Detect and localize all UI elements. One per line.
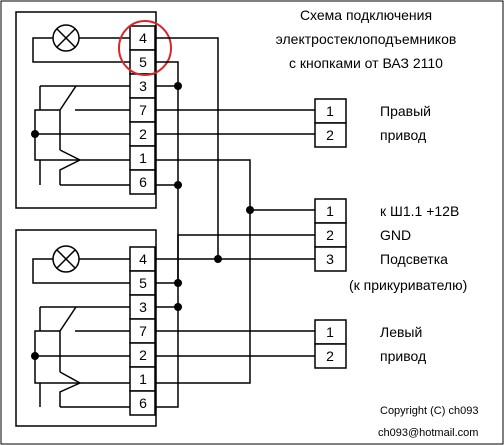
right-drive-pin-box bbox=[314, 122, 347, 148]
lamp-icon bbox=[52, 24, 80, 52]
title-line-2: электростеклоподъемников bbox=[276, 31, 457, 47]
junction-dot-icon bbox=[31, 130, 39, 138]
lower-pin-label: 7 bbox=[139, 323, 147, 339]
lower-pin-label: 5 bbox=[139, 275, 147, 291]
upper-switch: 4 5 3 7 2 1 6 bbox=[15, 11, 172, 209]
lower-pin-column: 4 5 3 7 2 1 6 bbox=[129, 246, 156, 416]
lower-pin-box bbox=[129, 390, 156, 416]
upper-pin-label: 2 bbox=[139, 126, 147, 142]
lower-pin-label: 6 bbox=[139, 395, 147, 411]
upper-pin-column: 4 5 3 7 2 1 6 bbox=[129, 25, 156, 195]
junction-dot-icon bbox=[246, 206, 254, 214]
copyright-line-1: Copyright (C) ch093 bbox=[380, 405, 478, 417]
upper-pin-label: 1 bbox=[139, 150, 147, 166]
switch-contact-icon bbox=[39, 306, 130, 407]
lamp-icon bbox=[52, 245, 80, 273]
upper-pin-box bbox=[129, 169, 156, 195]
external-wiring bbox=[155, 37, 315, 408]
right-drive-connector: 1 2 Правый привод bbox=[314, 98, 431, 148]
lower-wire-contact-a bbox=[34, 330, 60, 356]
power-connector: 1 2 3 к Ш1.1 +12В GND Подсветка (к прику… bbox=[314, 198, 467, 293]
right-drive-pin-label: 2 bbox=[326, 127, 334, 143]
upper-pin-label: 5 bbox=[139, 54, 147, 70]
switch-contact-icon bbox=[39, 85, 130, 185]
lower-pin-label: 2 bbox=[139, 347, 147, 363]
junction-dot-icon bbox=[31, 352, 39, 360]
right-drive-label: Правый bbox=[380, 103, 431, 119]
wire-upper-pin1-power bbox=[155, 159, 315, 211]
upper-wire-contact-c bbox=[59, 159, 81, 185]
upper-pin-box bbox=[129, 145, 156, 171]
left-drive-label: привод bbox=[380, 348, 426, 364]
upper-pin-label: 3 bbox=[139, 78, 147, 94]
lower-wire-contact-b bbox=[34, 356, 40, 384]
wire-lower-pin6 bbox=[155, 307, 179, 408]
junction-dot-icon bbox=[174, 303, 182, 311]
wire-lower-pin3-gnd bbox=[155, 234, 315, 308]
power-pin-box bbox=[314, 198, 347, 224]
junction-dot-icon bbox=[174, 279, 182, 287]
right-drive-pin-label: 1 bbox=[326, 103, 334, 119]
upper-pin-label: 6 bbox=[139, 174, 147, 190]
power-pin-label: 3 bbox=[326, 251, 334, 267]
power-pin-label: 2 bbox=[326, 227, 334, 243]
lower-pin-label: 3 bbox=[139, 299, 147, 315]
left-drive-connector: 1 2 Левый привод bbox=[314, 319, 426, 369]
junction-dot-icon bbox=[174, 82, 182, 90]
right-drive-label: привод bbox=[380, 127, 426, 143]
left-drive-pin-label: 2 bbox=[326, 348, 334, 364]
upper-lamp-wire-left bbox=[32, 37, 130, 63]
left-drive-pin-box bbox=[314, 319, 347, 345]
power-label-12v: к Ш1.1 +12В bbox=[380, 203, 459, 219]
left-drive-pin-label: 1 bbox=[326, 324, 334, 340]
upper-pin-label: 7 bbox=[139, 102, 147, 118]
upper-wire-contact-a bbox=[34, 109, 60, 134]
lower-switch-body bbox=[15, 229, 157, 427]
power-pin-label: 1 bbox=[326, 203, 334, 219]
copyright-line-2: ch093@hotmail.com bbox=[378, 427, 478, 439]
power-label-light: Подсветка bbox=[380, 251, 448, 267]
power-label-note: (к прикуривателю) bbox=[349, 277, 467, 293]
lower-pin-label: 1 bbox=[139, 371, 147, 387]
title-line-1: Схема подключения bbox=[300, 7, 432, 23]
highlight-circle bbox=[118, 20, 172, 76]
lower-switch: 4 5 3 7 2 1 6 bbox=[15, 229, 157, 427]
power-label-gnd: GND bbox=[380, 227, 411, 243]
lower-pin-label: 4 bbox=[139, 251, 147, 267]
junction-dot-icon bbox=[214, 255, 222, 263]
junction-dot-icon bbox=[174, 181, 182, 189]
wire-upper-pin5-bus bbox=[155, 61, 179, 285]
upper-wire-contact-b bbox=[34, 134, 40, 161]
title-line-3: с кнопками от ВАЗ 2110 bbox=[289, 55, 443, 71]
lower-pin-box bbox=[129, 342, 156, 368]
wire-lower-pin1-power bbox=[155, 210, 251, 384]
power-pin-box bbox=[314, 246, 347, 272]
lower-wire-contact-c bbox=[59, 382, 81, 407]
wire-upper-pin4 bbox=[155, 37, 219, 259]
upper-pin-label: 4 bbox=[139, 30, 147, 46]
left-drive-label: Левый bbox=[380, 324, 422, 340]
lower-lamp-wire-left bbox=[32, 258, 130, 284]
left-drive-pin-box bbox=[314, 343, 347, 369]
